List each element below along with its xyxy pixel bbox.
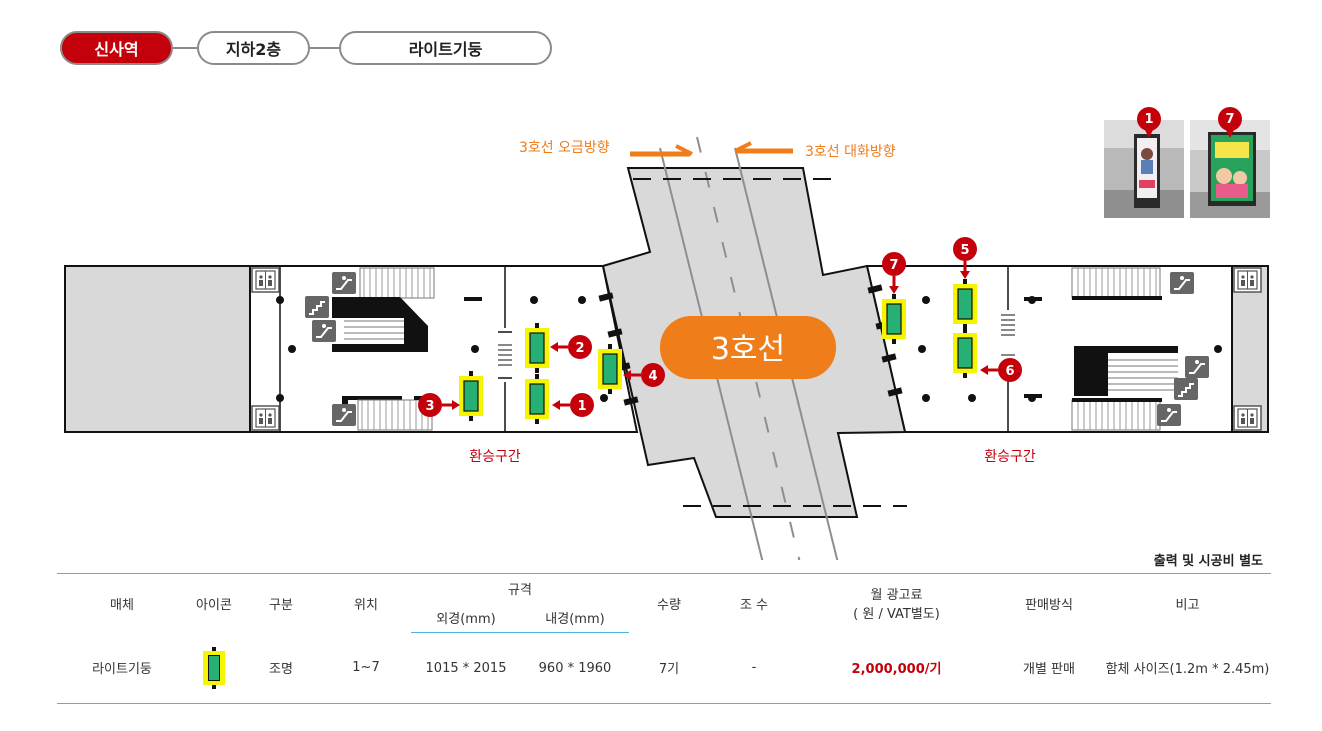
svg-text:2: 2 bbox=[575, 341, 584, 356]
line-badge-label: 3호선 bbox=[711, 332, 785, 367]
light-pillar-7[interactable] bbox=[881, 293, 907, 345]
photo-marker-7-badge: 7 bbox=[1218, 107, 1242, 138]
light-pillar-1[interactable] bbox=[524, 373, 550, 425]
cell-faces: - bbox=[709, 632, 799, 704]
transfer-right-label: 환승구간 bbox=[984, 449, 1036, 465]
svg-text:7: 7 bbox=[889, 258, 898, 273]
photo-marker-1[interactable] bbox=[1104, 120, 1184, 218]
photo-marker-1-badge: 1 bbox=[1137, 107, 1161, 138]
cell-category: 조명 bbox=[241, 632, 321, 704]
station-floor-map: 3호선 오금방향 3호선 대화방향 3호선 환승구간 환승구간 1 2 3 4 … bbox=[64, 136, 1269, 560]
svg-text:5: 5 bbox=[960, 243, 969, 258]
transfer-left-label: 환승구간 bbox=[469, 449, 521, 465]
breadcrumb-connector bbox=[310, 47, 339, 49]
header-location: 위치 bbox=[321, 573, 411, 633]
media-spec-table: 매체 아이콘 구분 위치 규격 수량 조 수 월 광고료 ( 원 / VAT별도)… bbox=[57, 573, 1271, 704]
stairs-icon bbox=[1173, 377, 1199, 401]
direction-right-label: 3호선 대화방향 bbox=[805, 144, 896, 160]
cell-sales: 개별 판매 bbox=[994, 632, 1104, 704]
breadcrumb-station[interactable]: 신사역 bbox=[60, 31, 173, 65]
direction-left-label: 3호선 오금방향 bbox=[519, 140, 610, 156]
escalator-icon bbox=[331, 271, 357, 295]
header-media: 매체 bbox=[57, 573, 187, 633]
light-pillar-6[interactable] bbox=[952, 327, 978, 379]
marker-1[interactable]: 1 bbox=[550, 391, 596, 419]
cell-location: 1~7 bbox=[321, 632, 411, 704]
cell-media: 라이트기둥 bbox=[57, 632, 187, 704]
header-icon: 아이콘 bbox=[187, 573, 241, 633]
header-spec: 규격 bbox=[411, 573, 629, 603]
marker-3[interactable]: 3 bbox=[416, 391, 462, 419]
breadcrumb-media[interactable]: 라이트기둥 bbox=[339, 31, 552, 65]
escalator-icon bbox=[311, 319, 337, 343]
light-pillar-2[interactable] bbox=[524, 322, 550, 374]
stairs-icon bbox=[304, 295, 330, 319]
breadcrumb-connector bbox=[173, 47, 197, 49]
light-pillar-5[interactable] bbox=[952, 278, 978, 330]
header-inner: 내경(mm) bbox=[521, 603, 629, 633]
left-end-block bbox=[64, 265, 251, 433]
elevator-icon bbox=[1233, 405, 1262, 431]
header-sales: 판매방식 bbox=[994, 573, 1104, 633]
header-price: 월 광고료 ( 원 / VAT별도) bbox=[799, 573, 994, 633]
svg-text:1: 1 bbox=[577, 399, 586, 414]
breadcrumb-floor[interactable]: 지하2층 bbox=[197, 31, 310, 65]
elevator-icon bbox=[251, 405, 280, 431]
escalator-icon bbox=[1169, 271, 1195, 295]
escalator-icon bbox=[1156, 403, 1182, 427]
svg-text:4: 4 bbox=[648, 369, 657, 384]
line-badge bbox=[660, 316, 836, 379]
header-price-line1: 월 광고료 bbox=[870, 588, 923, 604]
svg-text:3: 3 bbox=[425, 399, 434, 414]
marker-4[interactable]: 4 bbox=[621, 361, 667, 389]
elevator-icon bbox=[251, 267, 280, 293]
header-price-line2: ( 원 / VAT별도) bbox=[853, 607, 940, 623]
marker-6[interactable]: 6 bbox=[978, 356, 1024, 384]
marker-2[interactable]: 2 bbox=[548, 333, 594, 361]
light-pillar-3[interactable] bbox=[458, 370, 484, 422]
cell-remarks: 함체 사이즈(1.2m * 2.45m) bbox=[1104, 632, 1271, 704]
escalator-icon bbox=[331, 403, 357, 427]
escalator-icon bbox=[1184, 355, 1210, 379]
cell-icon bbox=[187, 632, 241, 704]
marker-7[interactable]: 7 bbox=[880, 250, 908, 296]
cell-price: 2,000,000/기 bbox=[799, 632, 994, 704]
header-faces: 조 수 bbox=[709, 573, 799, 633]
marker-5[interactable]: 5 bbox=[951, 235, 979, 281]
header-outer: 외경(mm) bbox=[411, 603, 521, 633]
right-end-block bbox=[1231, 265, 1269, 433]
svg-text:6: 6 bbox=[1005, 364, 1014, 379]
cell-quantity: 7기 bbox=[629, 632, 709, 704]
cell-inner: 960 * 1960 bbox=[521, 632, 629, 704]
header-remarks: 비고 bbox=[1104, 573, 1271, 633]
light-pillar-4[interactable] bbox=[597, 343, 623, 395]
cell-outer: 1015 * 2015 bbox=[411, 632, 521, 704]
table-row: 라이트기둥 조명 1~7 1015 * 2015 960 * 1960 7기 -… bbox=[57, 632, 1271, 704]
header-quantity: 수량 bbox=[629, 573, 709, 633]
header-category: 구분 bbox=[241, 573, 321, 633]
elevator-icon bbox=[1233, 267, 1262, 293]
cost-note: 출력 및 시공비 별도 bbox=[1153, 554, 1263, 569]
light-pillar-icon bbox=[203, 646, 225, 689]
